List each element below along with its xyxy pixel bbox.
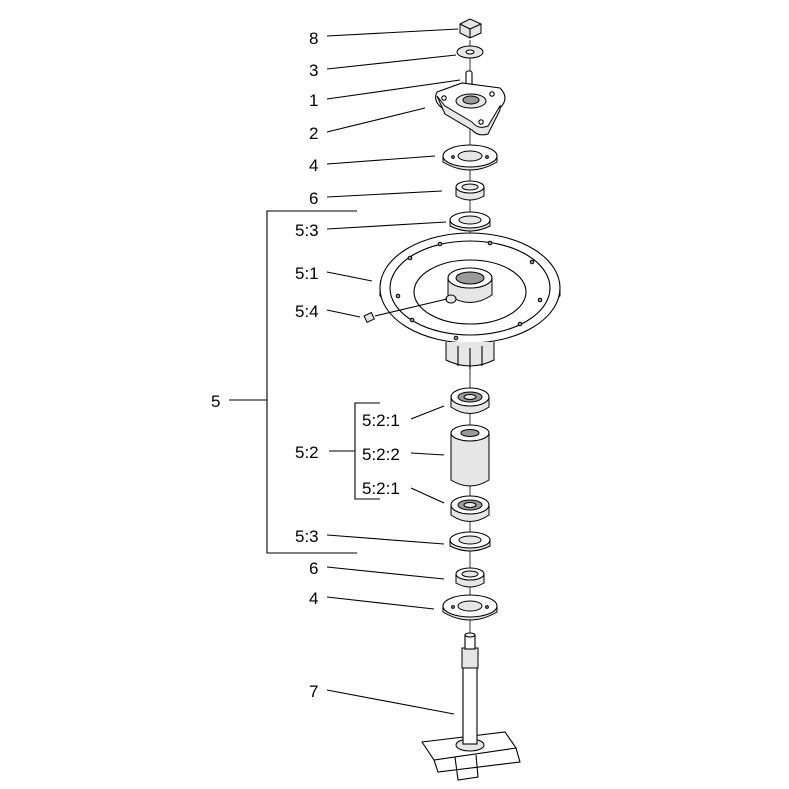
label-5-2: 5:2 — [295, 443, 319, 462]
label-5-4: 5:4 — [295, 302, 319, 321]
label-5-3-bottom: 5:3 — [295, 527, 319, 546]
label-5-2-1-top: 5:2:1 — [362, 411, 400, 430]
part-3-washer — [456, 45, 484, 59]
label-8: 8 — [309, 29, 318, 48]
label-5-1: 5:1 — [295, 264, 319, 283]
label-4-bottom: 4 — [309, 589, 318, 608]
bracket-group-5 — [229, 210, 357, 554]
label-6-top: 6 — [309, 189, 318, 208]
part-5-3-seal-bottom — [449, 531, 491, 552]
part-5-1-spindle-housing — [379, 232, 561, 369]
label-5-2-2: 5:2:2 — [362, 445, 400, 464]
label-5-2-1-bottom: 5:2:1 — [362, 479, 400, 498]
label-7: 7 — [309, 682, 318, 701]
leader-lines — [326, 28, 461, 715]
label-2: 2 — [309, 124, 318, 143]
label-5: 5 — [211, 392, 220, 411]
part-5-4-grease-nipple — [363, 298, 448, 323]
part-5-3-seal-top — [449, 211, 491, 232]
bracket-group-5-2 — [329, 402, 380, 500]
label-6-bottom: 6 — [309, 559, 318, 578]
part-6-spacer-top — [455, 180, 485, 201]
part-4-cover-bottom — [442, 594, 498, 621]
part-7-spindle-shaft — [421, 632, 521, 781]
label-3-top: 3 — [309, 61, 318, 80]
part-4-cover-top — [442, 144, 498, 171]
part-5-2-1-bearing-top — [450, 387, 490, 414]
label-5-3-top: 5:3 — [295, 221, 319, 240]
part-2-flange-bearing — [435, 82, 506, 136]
part-6-spacer-bottom — [455, 567, 485, 588]
part-8-nut — [459, 18, 482, 39]
part-5-2-2-spacer-tube — [450, 424, 490, 487]
part-5-2-1-bearing-bottom — [450, 495, 490, 522]
label-4-top: 4 — [309, 156, 318, 175]
label-1: 1 — [309, 91, 318, 110]
